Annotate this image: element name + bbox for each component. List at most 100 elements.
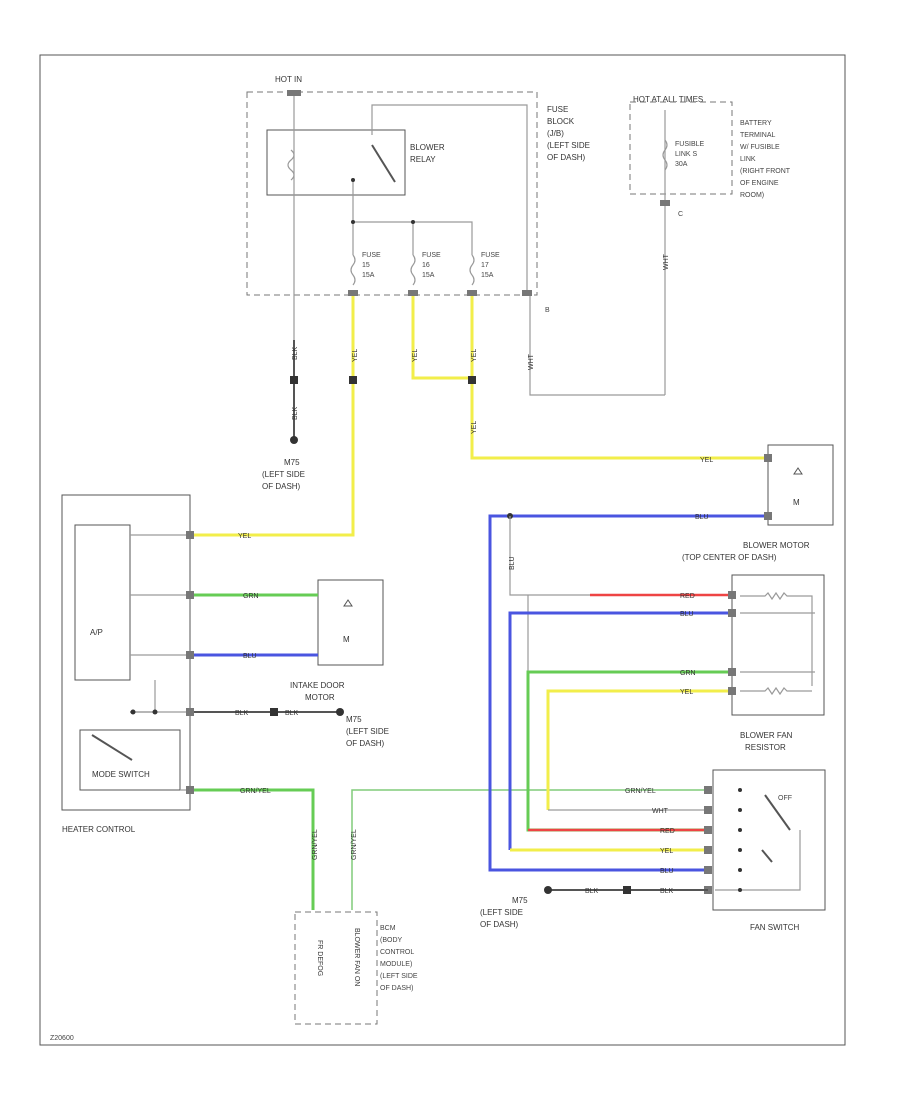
fuse-15-icon	[350, 254, 356, 286]
bcm-pin-2-label: BLOWER FAN ON	[353, 928, 360, 986]
battery-terminal-label: BATTERY TERMINAL W/ FUSIBLE LINK (RIGHT …	[740, 120, 791, 199]
svg-text:(J/B): (J/B)	[547, 129, 564, 138]
svg-text:OF DASH): OF DASH)	[262, 482, 301, 491]
svg-text:WHT: WHT	[528, 353, 535, 370]
mode-switch-box	[79, 729, 181, 791]
fan-switch-box	[712, 769, 826, 911]
svg-text:BLU: BLU	[695, 514, 709, 521]
svg-text:15A: 15A	[481, 272, 494, 279]
yel-wire-fuse16	[411, 296, 472, 380]
svg-text:CONTROL: CONTROL	[380, 949, 414, 956]
diagram-frame	[39, 54, 846, 1046]
svg-text:30A: 30A	[675, 161, 688, 168]
hot-at-all-times-label: HOT AT ALL TIMES	[633, 95, 703, 104]
mode-switch-contact-icon	[91, 734, 133, 761]
svg-text:M75: M75	[284, 458, 300, 467]
ground-icon-1	[290, 436, 298, 444]
svg-text:OF DASH): OF DASH)	[480, 920, 519, 929]
svg-text:RESISTOR: RESISTOR	[745, 743, 786, 752]
fuse-17-icon	[469, 254, 475, 286]
svg-text:BLU: BLU	[660, 868, 674, 875]
svg-text:YEL: YEL	[660, 848, 673, 855]
svg-text:BCM: BCM	[380, 925, 396, 932]
svg-text:GRN: GRN	[680, 670, 696, 677]
fuse-block-label: FUSE BLOCK (J/B) (LEFT SIDE OF DASH)	[547, 105, 590, 162]
svg-text:MOTOR: MOTOR	[305, 693, 335, 702]
fuse-15-label: FUSE 15 15A	[362, 252, 381, 279]
svg-text:BLK: BLK	[292, 346, 299, 360]
svg-text:WHT: WHT	[663, 253, 670, 270]
fuse-16-label: FUSE 16 15A	[422, 252, 441, 279]
svg-text:YEL: YEL	[471, 421, 478, 434]
svg-text:YEL: YEL	[412, 349, 419, 362]
svg-text:BLU: BLU	[243, 653, 257, 660]
bcm-pin-1-label: FR DEFOG	[316, 940, 323, 976]
svg-text:(LEFT SIDE: (LEFT SIDE	[480, 908, 523, 917]
fan-switch-off-label: OFF	[778, 795, 792, 802]
svg-text:OF DASH): OF DASH)	[547, 153, 586, 162]
ground-label-1: M75 (LEFT SIDE OF DASH)	[262, 458, 305, 491]
fan-switch-label: FAN SWITCH	[750, 923, 800, 932]
svg-text:YEL: YEL	[471, 349, 478, 362]
motor-m-icon: M	[793, 498, 800, 507]
svg-text:YEL: YEL	[680, 689, 693, 696]
svg-text:FUSE: FUSE	[547, 105, 568, 114]
heater-control-label: HEATER CONTROL	[62, 825, 136, 834]
svg-text:LINK S: LINK S	[675, 151, 698, 158]
svg-text:(LEFT SIDE: (LEFT SIDE	[262, 470, 305, 479]
svg-text:BLOWER: BLOWER	[410, 143, 445, 152]
intake-motor-m-icon: M	[343, 635, 350, 644]
svg-text:OF DASH): OF DASH)	[380, 985, 413, 992]
blu-wire-main	[488, 514, 768, 872]
ground-icon-3	[544, 886, 552, 894]
svg-text:BLK: BLK	[660, 888, 674, 895]
ground-label-3: M75 (LEFT SIDE OF DASH)	[480, 896, 528, 929]
blower-motor-label: BLOWER MOTOR (TOP CENTER OF DASH)	[682, 541, 810, 562]
motor-symbol-icon	[793, 467, 803, 475]
hot-in-label: HOT IN	[275, 75, 302, 84]
svg-text:FUSE: FUSE	[422, 252, 441, 259]
intake-motor-symbol-icon	[343, 599, 353, 607]
blu-wire-resistor	[508, 611, 732, 850]
yel-wire-heater-control	[190, 296, 355, 537]
fan-switch-contact-icon	[764, 794, 791, 831]
bcm-outline	[294, 911, 378, 1025]
fuse-16-icon	[410, 254, 416, 286]
svg-text:OF DASH): OF DASH)	[346, 739, 385, 748]
grn-yel-wire-fan-switch	[351, 789, 708, 910]
fuse-block-outline	[246, 91, 538, 296]
hot-in-connector	[287, 90, 301, 96]
svg-text:RED: RED	[680, 593, 695, 600]
intake-door-motor-label: INTAKE DOOR MOTOR	[290, 681, 345, 702]
blower-relay-label: BLOWER RELAY	[410, 143, 445, 164]
svg-text:(LEFT SIDE: (LEFT SIDE	[346, 727, 389, 736]
blower-relay-box	[266, 129, 406, 196]
grn-wire-resistor	[526, 670, 732, 832]
svg-text:16: 16	[422, 262, 430, 269]
bcm-label: BCM (BODY CONTROL MODULE) (LEFT SIDE OF …	[380, 925, 418, 992]
svg-text:BLU: BLU	[509, 556, 516, 570]
svg-text:GRN/YEL: GRN/YEL	[240, 788, 271, 795]
grn-yel-wire-bcm	[194, 788, 315, 910]
svg-text:BATTERY: BATTERY	[740, 120, 772, 127]
svg-text:FUSE: FUSE	[481, 252, 500, 259]
svg-text:YEL: YEL	[238, 533, 251, 540]
relay-switch-contact-icon	[371, 144, 396, 183]
svg-text:ROOM): ROOM)	[740, 192, 764, 199]
mode-switch-label: MODE SWITCH	[92, 770, 150, 779]
svg-text:M75: M75	[346, 715, 362, 724]
svg-text:(LEFT SIDE: (LEFT SIDE	[380, 973, 418, 980]
fusible-link-label: FUSIBLE LINK S 30A	[675, 141, 705, 168]
svg-text:MODULE): MODULE)	[380, 961, 412, 968]
svg-text:B: B	[545, 307, 550, 314]
svg-text:15: 15	[362, 262, 370, 269]
svg-text:GRN/YEL: GRN/YEL	[312, 829, 319, 860]
heater-control-box	[61, 494, 191, 811]
svg-text:BLOWER MOTOR: BLOWER MOTOR	[743, 541, 810, 550]
svg-text:FUSE: FUSE	[362, 252, 381, 259]
svg-text:RELAY: RELAY	[410, 155, 436, 164]
svg-text:15A: 15A	[422, 272, 435, 279]
svg-text:17: 17	[481, 262, 489, 269]
svg-text:YEL: YEL	[700, 457, 713, 464]
